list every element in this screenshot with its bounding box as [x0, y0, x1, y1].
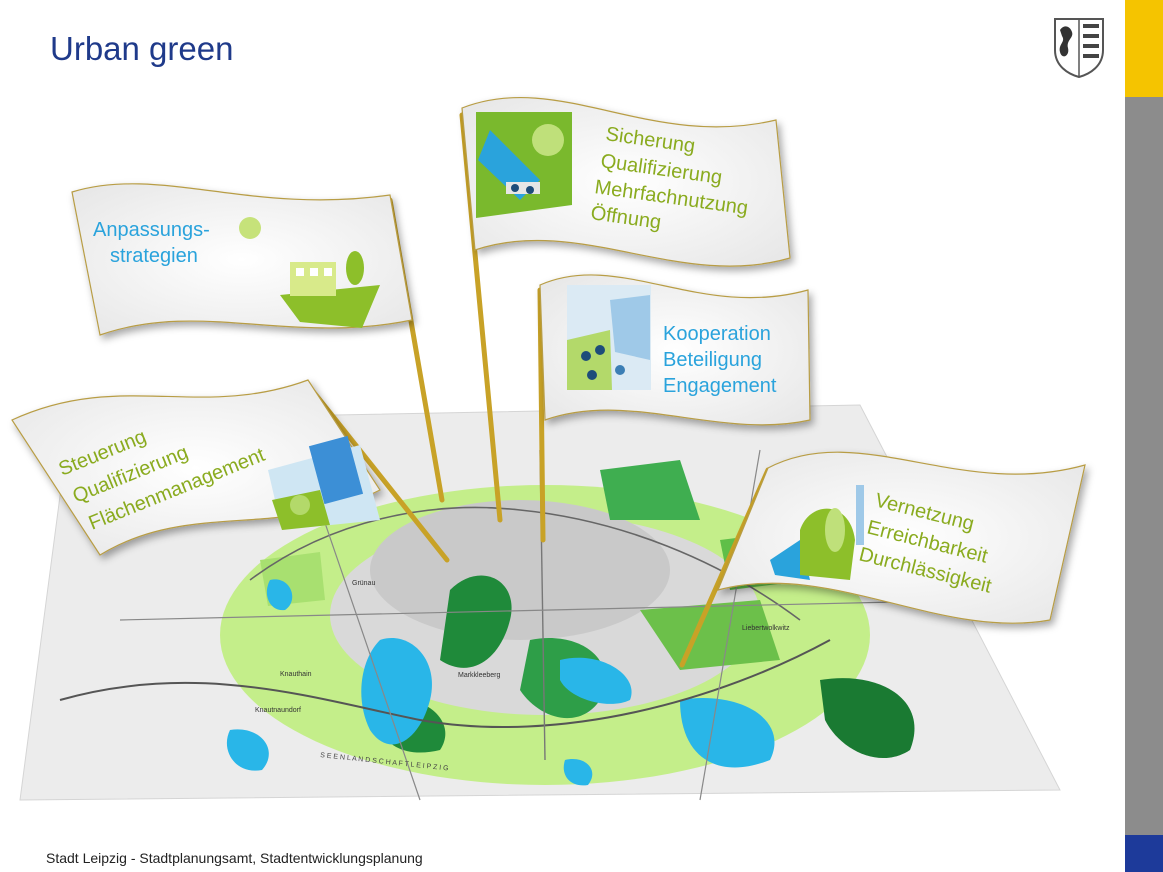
map-label-grunau: Grünau: [352, 580, 375, 587]
sidebar-blue-block: [1125, 835, 1163, 872]
flag-kooperation-line-3: Engagement: [663, 375, 777, 397]
map-label-knautnaundorf: Knautnaundorf: [255, 707, 301, 714]
flag-kooperation-line-2: Beteiligung: [663, 349, 762, 371]
sidebar-yellow-block: [1125, 0, 1163, 97]
flag-anpassung: Anpassungs- strategien: [71, 183, 413, 336]
flag-sicherung: Sicherung Qualifizierung Mehrfachnutzung…: [461, 96, 791, 267]
flag-kooperation-line-1: Kooperation: [663, 323, 771, 345]
flag-kooperation: Kooperation Beteiligung Engagement: [539, 274, 811, 426]
map-label-liebertwolkwitz: Liebertwolkwitz: [742, 625, 790, 632]
flag-vernetzung: Vernetzung Erreichbarkeit Durchlässigkei…: [716, 451, 1086, 624]
slide-footer: Stadt Leipzig - Stadtplanungsamt, Stadte…: [46, 850, 423, 866]
flag-steuerung: Steuerung Qualifizierung Flächenmanageme…: [11, 379, 381, 556]
city-crest-icon: [1054, 18, 1104, 78]
map-label-knauthain: Knauthain: [280, 671, 312, 678]
sidebar-color-bar: [1125, 0, 1163, 872]
flag-anpassung-line-1: Anpassungs-: [93, 219, 210, 241]
slide-title: Urban green: [50, 30, 234, 67]
city-building-illustration-icon: [268, 435, 380, 530]
flag-anpassung-line-2: strategien: [110, 245, 198, 267]
park-illustration-icon: [476, 112, 572, 218]
adaptation-illustration-icon: [239, 217, 380, 328]
map-scene: Markkleeberg Knauthain Grünau Knautnaund…: [11, 96, 1086, 801]
network-illustration-icon: [770, 485, 864, 580]
map-label-markkleeberg: Markkleeberg: [458, 672, 501, 679]
people-illustration-icon: [567, 285, 651, 390]
